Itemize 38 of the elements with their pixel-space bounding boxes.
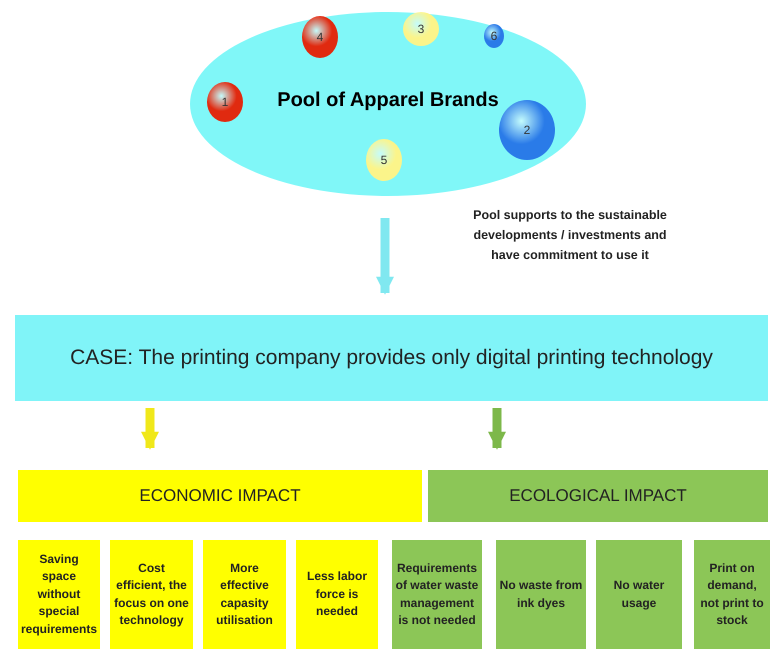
circle-number: 6 <box>490 29 498 43</box>
impact-box <box>18 540 100 649</box>
box-text: CASE: The printing company provides only digital printing technology <box>70 346 713 370</box>
numbered-circle <box>207 82 243 122</box>
box-text: Less labor force is needed <box>306 568 368 620</box>
note-text: Pool supports to the sustainable developments / investments and have commitment to use it <box>472 207 668 264</box>
numbered-circle <box>484 24 504 48</box>
arrow <box>141 408 159 450</box>
impact-box <box>203 540 286 649</box>
circle-number: 5 <box>380 153 388 167</box>
impact-box <box>392 540 482 649</box>
box-text: No waste from ink dyes <box>499 577 583 612</box>
banner <box>15 315 768 401</box>
impact-box <box>496 540 586 649</box>
circle-number: 2 <box>524 123 530 137</box>
arrow <box>488 408 506 450</box>
numbered-circle <box>302 16 338 58</box>
banner <box>428 470 768 522</box>
impact-box <box>110 540 193 649</box>
circle-number: 4 <box>316 30 324 44</box>
box-text: Print on demand, not print to stock <box>699 560 765 629</box>
banner <box>18 470 422 522</box>
numbered-circle <box>403 12 439 46</box>
box-text: ECONOMIC IMPACT <box>139 486 301 506</box>
impact-box <box>296 540 378 649</box>
numbered-circle <box>366 139 402 181</box>
box-text: Cost efficient, the focus on one technology <box>113 560 190 629</box>
impact-box <box>694 540 770 649</box>
box-text: Saving space without special requirements <box>21 551 98 638</box>
arrow <box>376 218 394 295</box>
box-text: No water usage <box>612 577 666 612</box>
circle-number: 3 <box>418 22 424 36</box>
box-text: Requirements of water waste management is not needed <box>395 560 479 629</box>
box-text: ECOLOGICAL IMPACT <box>509 486 687 506</box>
box-text: More effective capasity utilisation <box>215 560 274 629</box>
circle-number: 1 <box>222 95 228 109</box>
impact-box <box>596 540 682 649</box>
box-text: Pool of Apparel Brands <box>277 88 499 112</box>
